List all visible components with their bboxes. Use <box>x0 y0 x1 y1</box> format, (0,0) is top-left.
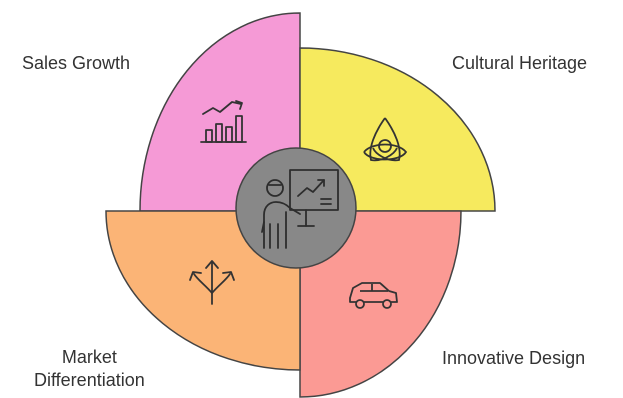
chart-growth-icon <box>200 100 247 143</box>
market-differentiation-label-line-1: Market <box>61 347 117 367</box>
innovative-design-label: Innovative Design <box>442 348 586 368</box>
market-differentiation-label-line-2: Differentiation <box>34 370 145 390</box>
car-icon <box>349 282 398 309</box>
presenter-chart-icon <box>261 169 339 249</box>
cultural-heritage-label: Cultural Heritage <box>452 53 588 73</box>
center-circle <box>235 147 357 269</box>
market-differentiation-label: Market Differentiation <box>34 346 145 392</box>
sales-growth-label: Sales Growth <box>22 53 131 73</box>
triquetra-icon <box>363 117 408 162</box>
market-differentiation-segment <box>105 210 301 371</box>
diverging-arrows-icon <box>189 260 235 305</box>
cultural-heritage-segment <box>299 47 496 212</box>
innovative-design-segment <box>299 210 462 398</box>
